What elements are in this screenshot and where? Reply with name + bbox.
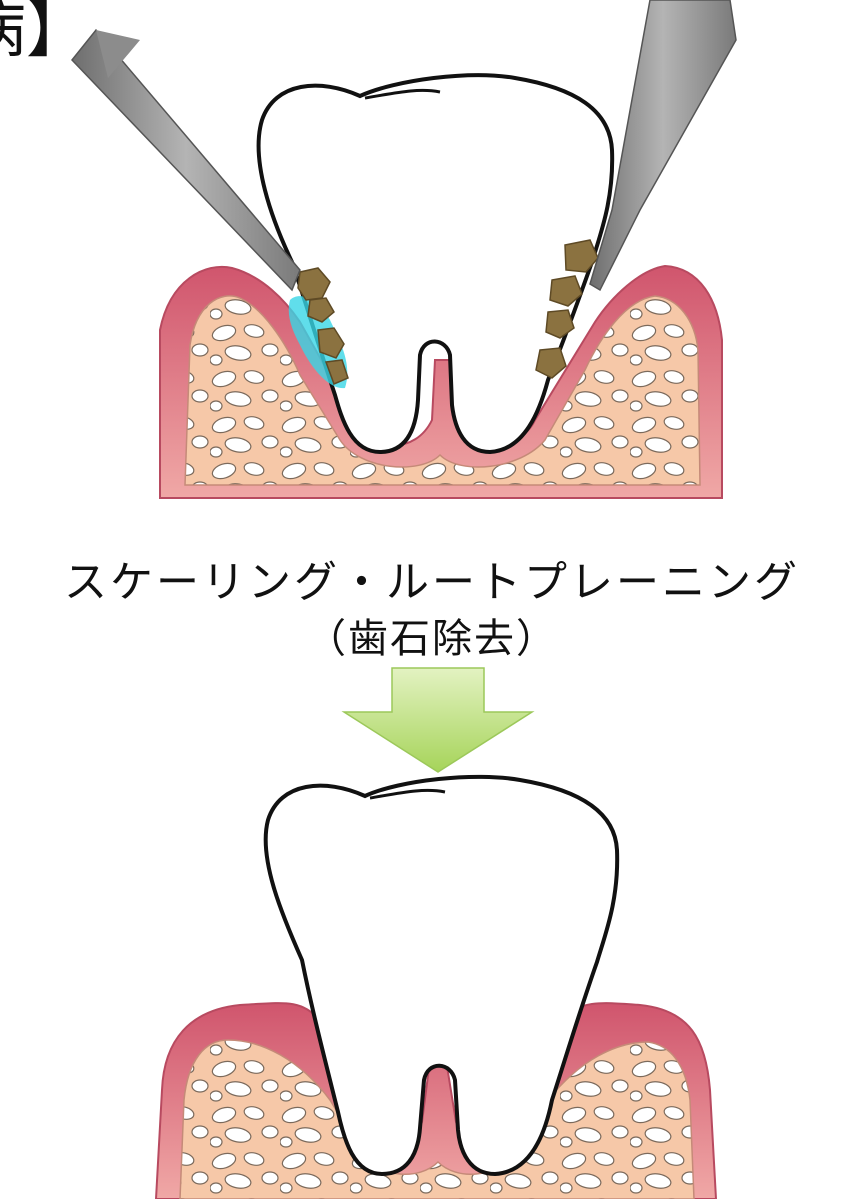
caption-subtitle: （歯石除去）	[0, 606, 864, 664]
after-illustration	[156, 777, 716, 1199]
down-arrow-icon	[344, 668, 532, 772]
before-illustration	[72, 0, 736, 498]
caption-title: スケーリング・ルートプレーニング	[0, 548, 864, 610]
